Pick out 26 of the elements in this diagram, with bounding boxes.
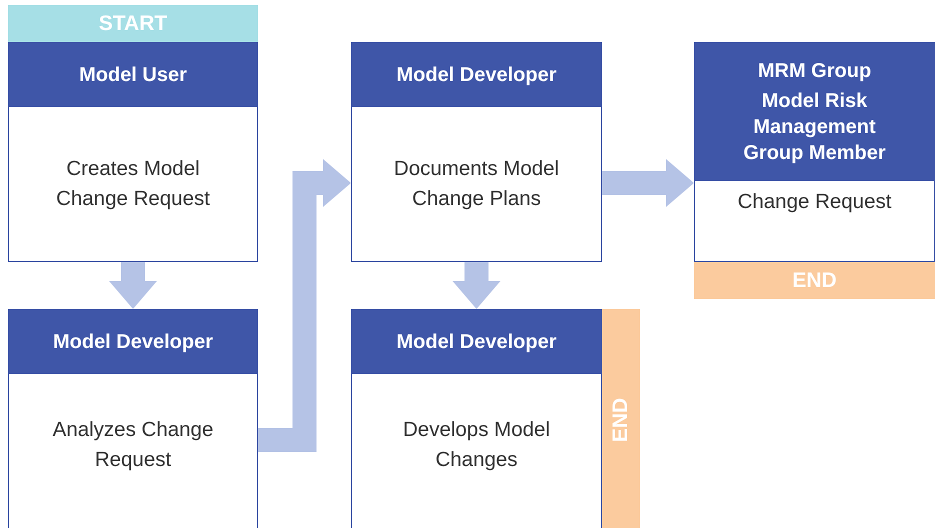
process-card — [351, 309, 602, 528]
status-band — [694, 262, 935, 299]
status-label: END — [609, 398, 633, 442]
flow-arrow — [258, 159, 351, 452]
role-title: MRM Group — [758, 59, 872, 84]
flow-arrow — [109, 262, 157, 309]
flow-arrow — [452, 262, 500, 309]
step-description: Creates Model Change Request — [55, 156, 211, 212]
vertical-status-band — [602, 309, 640, 528]
status-label: END — [792, 268, 837, 292]
flow-arrow — [602, 159, 694, 207]
step-description: Develops Model Changes — [402, 417, 551, 473]
process-card — [8, 309, 258, 528]
status-label: START — [98, 12, 168, 36]
step-description: Analyzes Change Request — [52, 417, 214, 473]
process-card — [351, 42, 602, 262]
role-title: Model Developer — [396, 63, 557, 88]
role-title: Model Risk Management Group Member — [742, 89, 887, 166]
step-description: Documents Model Change Plans — [392, 156, 560, 212]
role-title: Model Developer — [396, 330, 557, 355]
status-band — [8, 5, 258, 42]
process-card — [694, 42, 935, 262]
process-card — [8, 42, 258, 262]
role-title: Model Developer — [52, 330, 214, 355]
role-title: Model User — [79, 63, 187, 88]
step-description: Change Request — [738, 189, 892, 215]
